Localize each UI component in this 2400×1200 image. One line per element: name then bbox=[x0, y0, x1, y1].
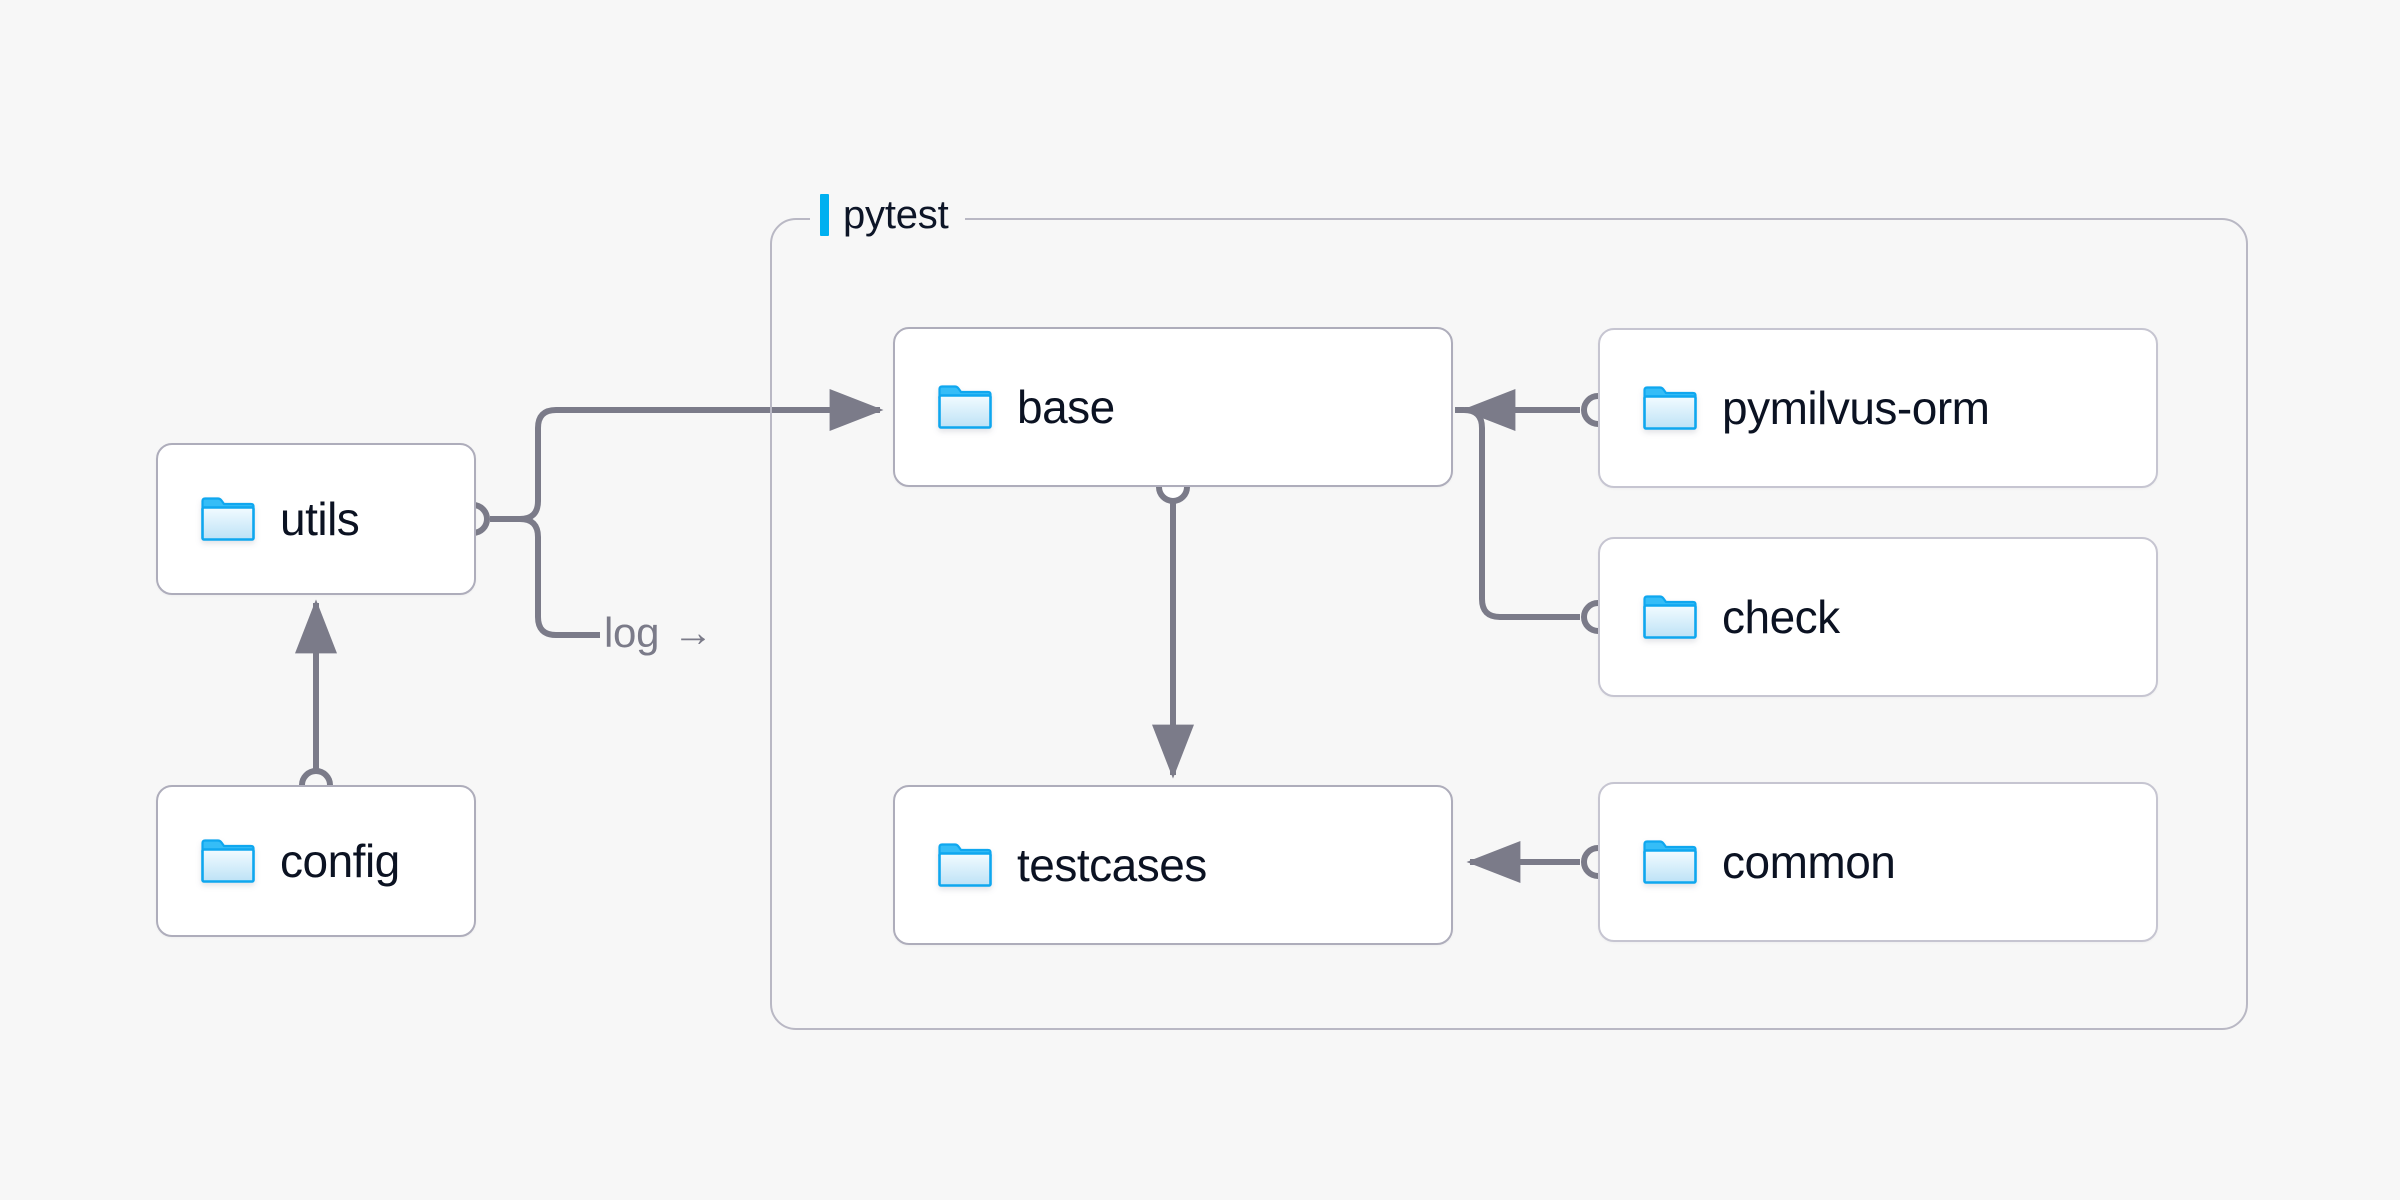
group-container-pytest bbox=[770, 218, 2248, 1030]
accent-bar-icon bbox=[820, 194, 829, 236]
node-label: common bbox=[1722, 836, 1896, 888]
arrow-right-icon: → bbox=[673, 611, 713, 655]
folder-icon bbox=[1642, 385, 1698, 431]
edge-utils-to-log bbox=[490, 516, 600, 638]
group-title: pytest bbox=[843, 193, 949, 237]
group-label-pytest: pytest bbox=[810, 188, 965, 242]
node-common[interactable]: common bbox=[1598, 782, 2158, 942]
node-check[interactable]: check bbox=[1598, 537, 2158, 697]
node-label: utils bbox=[280, 493, 360, 545]
folder-icon bbox=[937, 842, 993, 888]
node-testcases[interactable]: testcases bbox=[893, 785, 1453, 945]
folder-icon bbox=[200, 496, 256, 542]
folder-icon bbox=[937, 384, 993, 430]
node-label: testcases bbox=[1017, 839, 1207, 891]
node-utils[interactable]: utils bbox=[156, 443, 476, 595]
node-pymilvus-orm[interactable]: pymilvus-orm bbox=[1598, 328, 2158, 488]
node-label: base bbox=[1017, 381, 1115, 433]
folder-icon bbox=[200, 838, 256, 884]
node-label: pymilvus-orm bbox=[1722, 382, 1990, 434]
edge-label-log: log → bbox=[604, 612, 713, 654]
node-label: config bbox=[280, 835, 400, 887]
node-label: check bbox=[1722, 591, 1840, 643]
edge-label-log-text: log bbox=[604, 609, 660, 656]
node-config[interactable]: config bbox=[156, 785, 476, 937]
folder-icon bbox=[1642, 839, 1698, 885]
folder-icon bbox=[1642, 594, 1698, 640]
node-base[interactable]: base bbox=[893, 327, 1453, 487]
